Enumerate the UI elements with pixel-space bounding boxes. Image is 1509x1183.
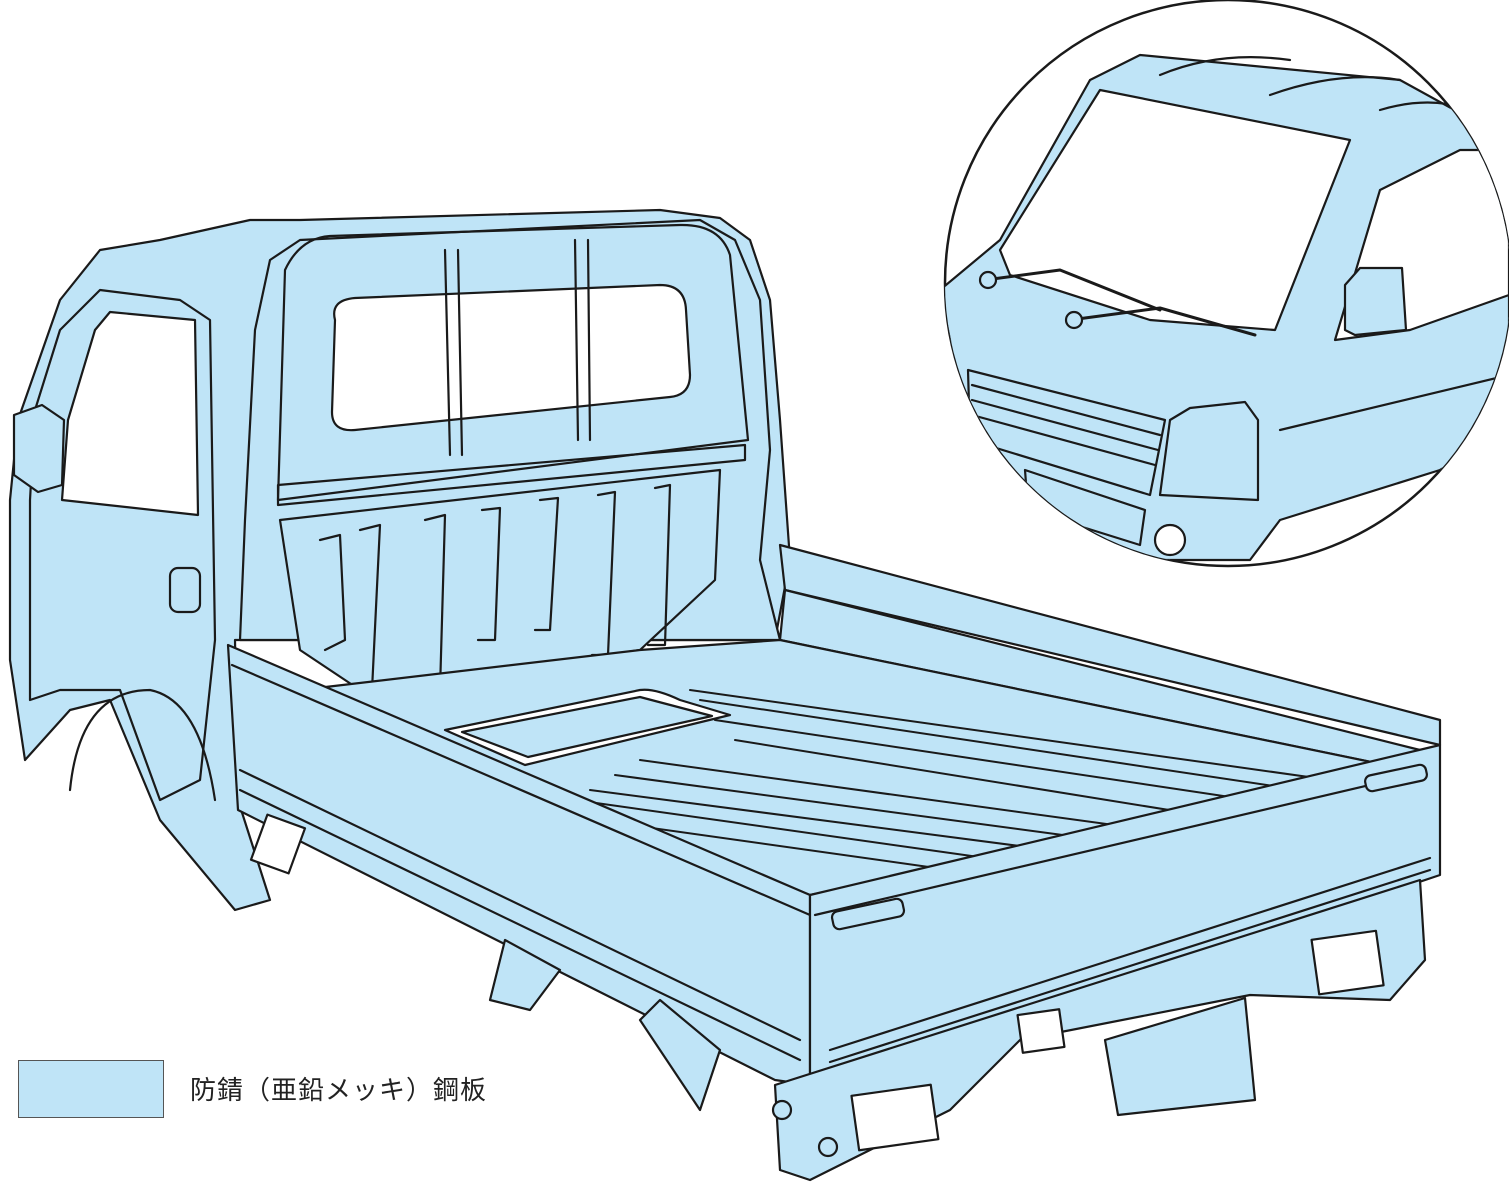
legend-swatch <box>18 1060 164 1118</box>
legend: 防錆（亜鉛メッキ）鋼板 <box>18 1060 618 1124</box>
guard-bar-4 <box>586 238 592 442</box>
inset-grille-line-3 <box>970 413 1157 467</box>
rib-5 <box>533 496 560 632</box>
inset-wiper-pivot-2 <box>1064 310 1084 330</box>
rib-4 <box>476 506 502 642</box>
side-mirror <box>12 403 66 494</box>
cab-rear-window <box>330 283 692 432</box>
legend-label: 防錆（亜鉛メッキ）鋼板 <box>190 1076 488 1106</box>
floor-panel-inner <box>460 695 714 759</box>
inset-grille-line-2 <box>970 398 1160 452</box>
door-handle <box>168 566 202 614</box>
inset-body-line <box>1278 373 1509 432</box>
tailgate-bottom-rail <box>828 856 1432 1052</box>
truck-main-view <box>8 208 1442 1182</box>
side-reflector <box>249 813 307 875</box>
rib-1 <box>318 533 347 652</box>
rear-plate-1 <box>850 1083 940 1152</box>
underbody-bracket-2 <box>638 998 722 1112</box>
tailgate-latch-left <box>830 897 906 931</box>
rear-plate-3 <box>1016 1008 1066 1054</box>
cab-side-window <box>60 310 200 517</box>
rear-bumper-bolt-2 <box>817 1136 839 1158</box>
inset-fog-lamp <box>1153 523 1187 557</box>
inset-windshield <box>998 88 1352 332</box>
rear-plate-2 <box>1310 929 1385 996</box>
left-gate-lower-rail <box>238 768 802 1042</box>
guard-bar-1 <box>443 248 452 457</box>
inset-grille-line-1 <box>970 383 1162 437</box>
guard-bar-3 <box>573 238 580 442</box>
tailgate-top-rail <box>813 770 1427 917</box>
left-gate-bottom-rail <box>238 788 802 1062</box>
inset-headlamp <box>1158 400 1260 502</box>
tailgate-bottom-rail-2 <box>828 868 1432 1064</box>
floor-ridges <box>559 689 1331 871</box>
tailgate-latch-right <box>1364 763 1428 793</box>
inset-wiper-2 <box>1068 306 1257 337</box>
wheel-arch <box>68 688 217 802</box>
inset-wiper-pivot-1 <box>978 270 998 290</box>
left-gate-top-rail <box>230 663 812 917</box>
rear-bumper-bolt-1 <box>771 1099 793 1121</box>
inset-front-view <box>943 0 1509 568</box>
rib-2 <box>358 523 382 692</box>
mudflap <box>1103 996 1257 1117</box>
inset-roof-rib-1 <box>1158 56 1292 77</box>
inset-roof-rib-2 <box>1268 76 1402 97</box>
inset-side-mirror <box>1343 266 1408 337</box>
guard-lower-rail <box>276 443 747 507</box>
guard-bar-2 <box>456 248 464 457</box>
underbody-bracket-1 <box>488 938 562 1012</box>
rib-7 <box>646 483 672 647</box>
inset-wiper-1 <box>983 268 1162 312</box>
guard-frame <box>276 223 750 502</box>
